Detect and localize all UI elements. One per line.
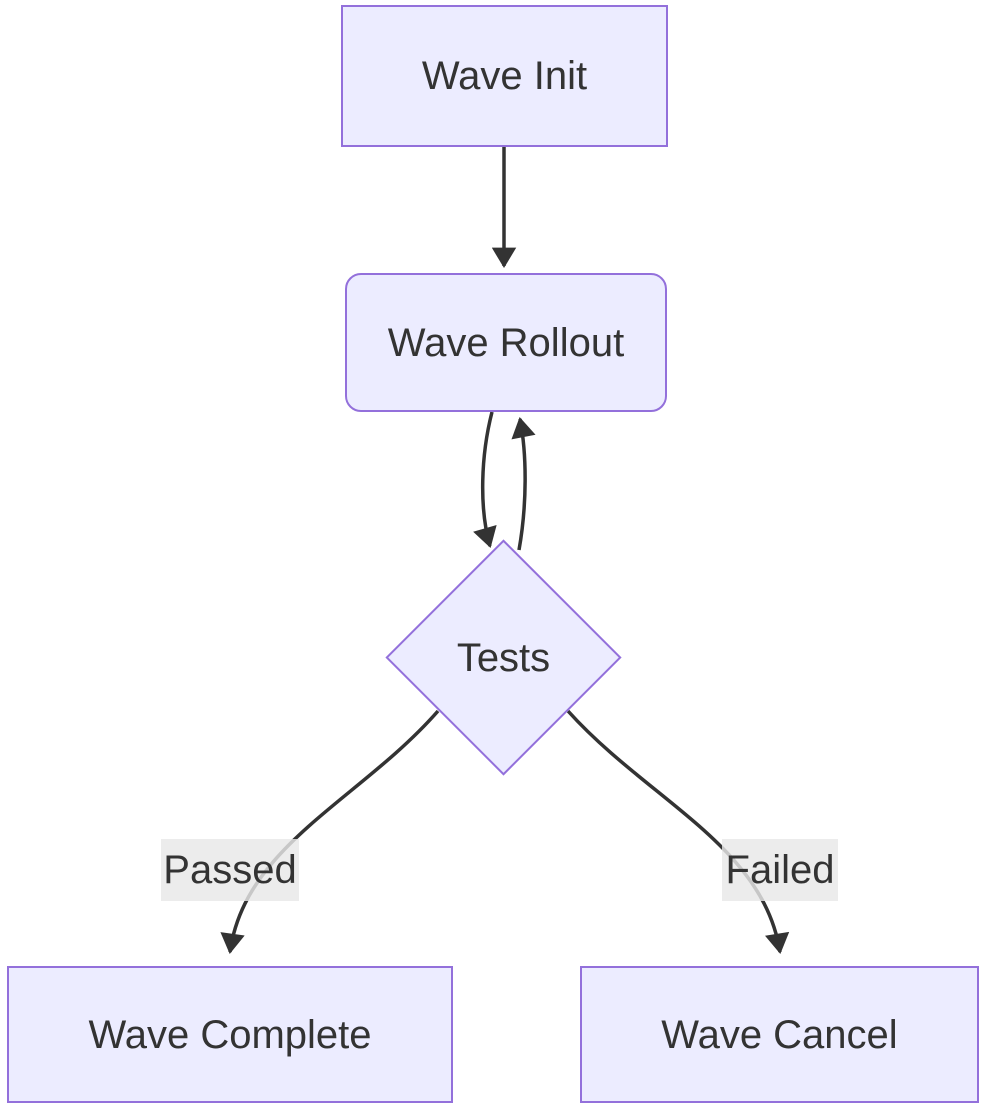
node-wave-complete-label: Wave Complete: [88, 1012, 372, 1057]
edge-tests-to-wave-rollout: [511, 416, 536, 551]
edge-label-failed-text: Failed: [725, 847, 835, 892]
node-wave-cancel: Wave Cancel: [580, 966, 979, 1103]
edge-label-failed: Failed: [722, 839, 838, 901]
node-wave-complete: Wave Complete: [7, 966, 453, 1103]
edge-wave-rollout-to-tests: [473, 411, 497, 548]
node-wave-init-label: Wave Init: [421, 54, 588, 98]
edge-label-passed-text: Passed: [163, 847, 297, 892]
edge-tests-to-wave-complete: [220, 709, 440, 955]
node-tests: Tests: [403, 628, 604, 688]
node-tests-label: Tests: [456, 635, 551, 680]
edge-tests-to-wave-cancel: [566, 709, 790, 955]
edge-label-passed: Passed: [161, 839, 299, 901]
node-wave-rollout: Wave Rollout: [345, 273, 667, 412]
node-wave-rollout-label: Wave Rollout: [387, 320, 625, 365]
node-wave-cancel-label: Wave Cancel: [661, 1012, 898, 1057]
node-wave-init: Wave Init: [341, 5, 668, 147]
